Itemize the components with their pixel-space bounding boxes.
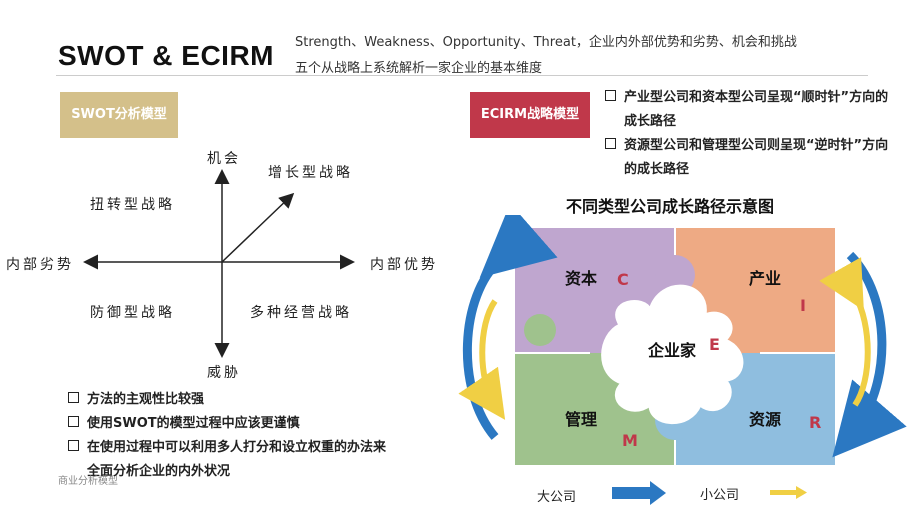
list-item: 在使用过程中可以利用多人打分和设立权重的办法来全面分析企业的内外状况 xyxy=(68,436,398,484)
legend-yellow-arrow-head xyxy=(796,486,807,499)
quadrant-turnaround: 扭转型战略 xyxy=(90,197,175,213)
resource-letter: R xyxy=(809,413,822,432)
list-item: 产业型公司和资本型公司呈现“顺时针”方向的成长路径 xyxy=(605,86,897,134)
industry-letter: I xyxy=(800,296,806,315)
legend-blue-arrow-shaft xyxy=(612,487,652,499)
quadrant-diversification: 多种经营战略 xyxy=(250,305,352,321)
legend-big-company: 大公司 xyxy=(537,490,577,505)
checkbox-square-icon xyxy=(68,392,79,403)
entrepreneur-label: 企业家 xyxy=(648,341,697,360)
header-divider xyxy=(56,75,868,76)
checkbox-square-icon xyxy=(68,440,79,451)
ecirm-model-tag: ECIRM战略模型 xyxy=(470,92,590,138)
checkbox-square-icon xyxy=(605,138,616,149)
capital-label: 资本 xyxy=(565,269,598,288)
resource-label: 资源 xyxy=(749,410,782,429)
subtitle-line-2: 五个从战略上系统解析一家企业的基本维度 xyxy=(295,61,543,76)
industry-label: 产业 xyxy=(749,269,782,288)
capital-letter: C xyxy=(617,270,629,289)
quadrant-growth: 增长型战略 xyxy=(268,165,353,181)
page-title: SWOT & ECIRM xyxy=(58,40,274,71)
management-side-knob xyxy=(524,314,556,346)
axis-label-opportunity: 机会 xyxy=(207,151,241,167)
left-yellow-arrow xyxy=(458,299,506,420)
footer-text: 商业分析模型 xyxy=(58,476,118,487)
checkbox-square-icon xyxy=(605,90,616,101)
right-yellow-arrow xyxy=(819,257,871,407)
diagram-title: 不同类型公司成长路径示意图 xyxy=(565,197,774,216)
entrepreneur-letter: E xyxy=(709,335,720,354)
axis-label-weakness: 内部劣势 xyxy=(6,257,74,273)
growth-diagonal-arrow xyxy=(221,192,295,263)
subtitle-line-1: Strength、Weakness、Opportunity、Threat，企业内… xyxy=(295,35,797,50)
axis-label-threat: 威胁 xyxy=(207,365,241,381)
legend-yellow-arrow-shaft xyxy=(770,490,798,495)
list-item: 使用SWOT的模型过程中应该更谨慎 xyxy=(68,412,428,436)
swot-model-tag: SWOT分析模型 xyxy=(60,92,178,138)
ecirm-diagram xyxy=(458,215,907,505)
list-item: 资源型公司和管理型公司则呈现“逆时针”方向的成长路径 xyxy=(605,134,897,182)
list-item: 方法的主观性比较强 xyxy=(68,388,428,412)
entrepreneur-piece xyxy=(601,284,744,425)
swot-axes xyxy=(83,169,355,358)
quadrant-defensive: 防御型战略 xyxy=(90,305,175,321)
management-label: 管理 xyxy=(565,410,598,429)
axis-label-strength: 内部优势 xyxy=(370,257,438,273)
legend-blue-arrow-head xyxy=(650,481,666,505)
checkbox-square-icon xyxy=(68,416,79,427)
management-letter: M xyxy=(622,431,638,450)
legend-small-company: 小公司 xyxy=(700,488,740,503)
